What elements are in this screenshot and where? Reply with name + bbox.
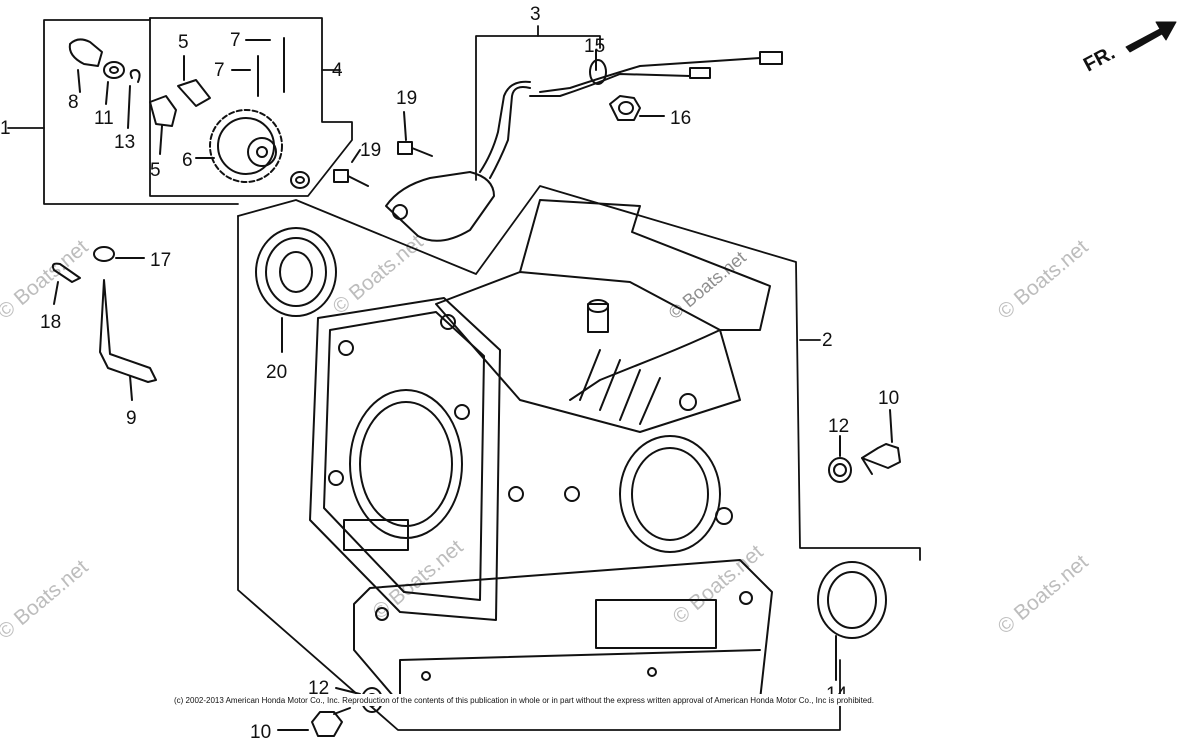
front-direction-marker: FR. [1080, 21, 1177, 77]
callout-3: 3 [530, 4, 541, 25]
callout-12-right: 12 [828, 416, 849, 437]
part-16-nut [609, 95, 665, 121]
callout-5b: 5 [150, 160, 161, 181]
part-7-pins [231, 37, 285, 97]
part-8-cap [68, 38, 103, 93]
callout-19-upper: 19 [396, 88, 417, 109]
callout-15: 15 [584, 36, 605, 57]
watermark: © Boats.net [993, 235, 1092, 323]
callout-5a: 5 [178, 32, 189, 53]
watermark: © Boats.net [368, 535, 467, 623]
callout-4: 4 [332, 60, 343, 81]
part-14-oil-seal [817, 561, 887, 681]
part-19-bolt-upper [397, 111, 433, 157]
part-10-bolt-bottom [277, 707, 351, 737]
part-3-oil-alert [385, 49, 783, 242]
callout-1: 1 [0, 118, 11, 139]
callout-11: 11 [94, 108, 114, 129]
front-arrow-icon [1125, 21, 1177, 53]
watermark-layer: © Boats.net © Boats.net © Boats.net © Bo… [0, 230, 1093, 643]
callout-7b: 7 [214, 60, 225, 81]
watermark: © Boats.net [0, 555, 93, 643]
part-17-washer [93, 246, 145, 262]
part-9-rod [99, 279, 157, 401]
callout-9: 9 [126, 408, 137, 429]
callout-19-lower: 19 [360, 140, 381, 161]
callout-10-bottom: 10 [250, 722, 271, 743]
callout-labels: 1 2 3 4 5 5 6 7 7 8 9 10 10 11 12 12 13 … [0, 4, 899, 743]
callout-12-bottom: 12 [308, 678, 329, 699]
callout-7a: 7 [230, 30, 241, 51]
callout-10-right: 10 [878, 388, 899, 409]
callout-6: 6 [182, 150, 193, 171]
part-6-washer [290, 171, 310, 189]
watermark: © Boats.net [328, 230, 427, 318]
watermark: © Boats.net [668, 540, 767, 628]
part-5-weights [149, 55, 211, 155]
part-13-clip [127, 69, 141, 129]
watermark: © Boats.net [993, 550, 1092, 638]
part-10-bolt-right [861, 409, 901, 475]
part-6-governor-gear [195, 109, 283, 183]
callout-13: 13 [114, 132, 135, 153]
assembly-frames [7, 17, 921, 731]
callout-20: 20 [266, 362, 287, 383]
callout-17: 17 [150, 250, 171, 271]
callout-2: 2 [822, 330, 833, 351]
crankcase-body [309, 199, 773, 705]
part-20-bearing [255, 227, 337, 353]
callout-8: 8 [68, 92, 79, 113]
callout-18: 18 [40, 312, 61, 333]
callout-16: 16 [670, 108, 691, 129]
front-label: FR. [1080, 42, 1119, 77]
part-11-washer [103, 61, 125, 105]
copyright-backdrop [170, 694, 1010, 706]
part-19-bolt-lower [333, 149, 369, 187]
watermark: © Boats.net [665, 247, 750, 323]
copyright-notice: (c) 2002-2013 American Honda Motor Co., … [174, 696, 874, 705]
part-12-washer-right [828, 435, 852, 483]
part-18-pin [51, 262, 81, 305]
